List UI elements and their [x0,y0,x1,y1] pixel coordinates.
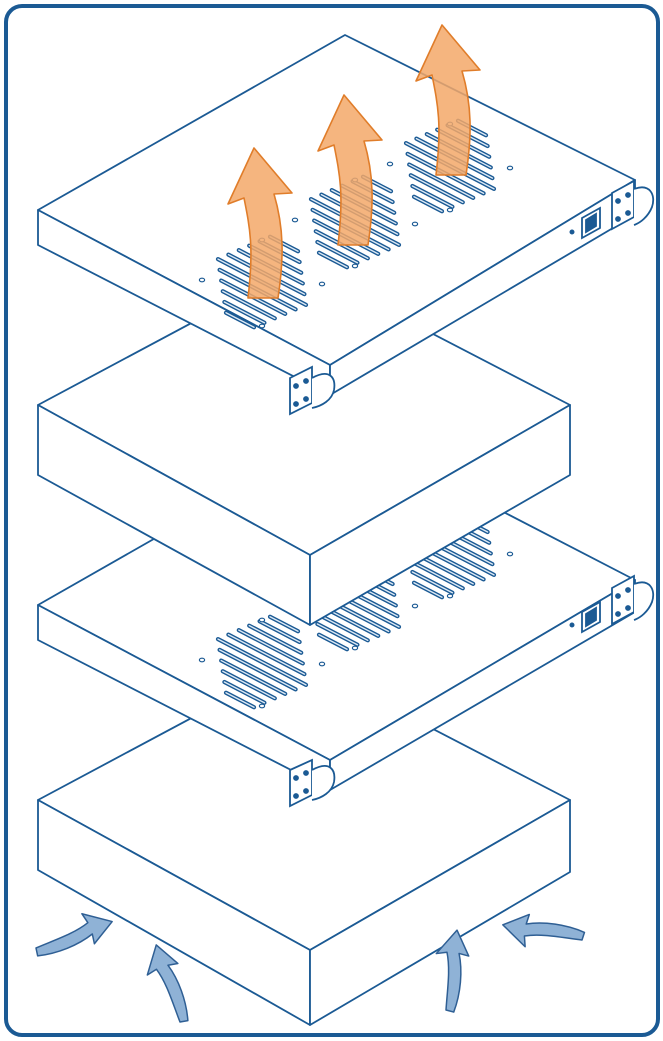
screw-hole [447,594,452,598]
screw-hole [259,324,264,328]
screw-hole [352,646,357,650]
screw-hole [447,208,452,212]
screw-hole [412,222,417,226]
cool-air-arrow-icon [142,942,188,1026]
screw-hole [292,218,297,222]
fan-tray-top-top [38,35,635,365]
screw-hole [412,604,417,608]
screw-hole [199,278,204,282]
screw-hole [199,658,204,662]
screw-hole [507,166,512,170]
screw-hole [507,552,512,556]
screw-hole [387,162,392,166]
screw-hole [259,618,264,622]
cool-air-arrow-icon [498,907,584,963]
screw-hole [319,662,324,666]
cool-air-arrow-icon [31,908,116,956]
screw-hole [259,704,264,708]
screw-hole [352,264,357,268]
screw-hole [319,282,324,286]
